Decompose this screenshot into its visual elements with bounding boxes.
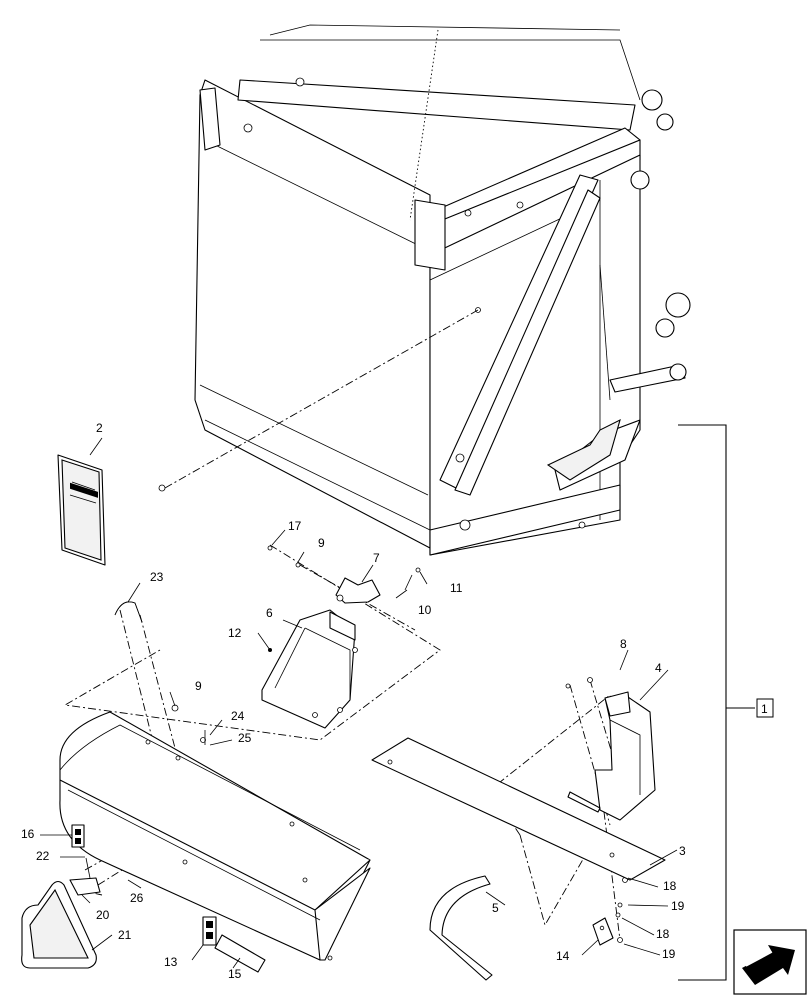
callout-9b: 9 (195, 679, 202, 693)
part-23-handle (114, 601, 143, 623)
callout-11: 11 (450, 581, 463, 595)
leader-lines (40, 437, 678, 969)
part-4-bracket (594, 691, 656, 821)
callout-22: 22 (36, 849, 50, 863)
part-13-reflector (202, 916, 217, 946)
callout-3: 3 (679, 844, 686, 858)
part-3-plate (371, 737, 666, 881)
callout-16: 16 (21, 827, 35, 841)
callout-8: 8 (620, 637, 627, 651)
part-14-clip (592, 917, 614, 946)
callout-15: 15 (228, 967, 242, 981)
assembly-bracket (678, 424, 755, 981)
manual-document-icon (57, 454, 106, 566)
part-21-smv-triangle (21, 880, 97, 969)
callout-25: 25 (238, 731, 252, 745)
callout-17: 17 (288, 519, 302, 533)
callout-24: 24 (231, 709, 245, 723)
next-page-arrow-icon[interactable] (733, 929, 807, 995)
callout-10: 10 (418, 603, 432, 617)
callout-9: 9 (318, 536, 325, 550)
part-16-reflector (71, 824, 85, 848)
part-26-toolbox (59, 711, 371, 961)
fasteners (171, 545, 628, 943)
callout-21: 21 (118, 928, 132, 942)
callout-19b: 19 (662, 947, 676, 961)
part-15-decal (214, 934, 266, 973)
machine-frame (158, 24, 691, 556)
callout-2: 2 (96, 421, 103, 435)
callout-12: 12 (228, 626, 242, 640)
part-6-bracket (261, 609, 358, 729)
callout-14: 14 (556, 949, 570, 963)
callout-18: 18 (663, 879, 677, 893)
callout-18b: 18 (656, 927, 670, 941)
callout-7: 7 (373, 551, 380, 565)
part-7-latch (335, 577, 381, 604)
callout-5: 5 (492, 901, 499, 915)
callout-labels: 2 23 17 9 7 11 10 6 12 9 24 25 16 22 26 … (21, 421, 774, 981)
part-5-strap (429, 875, 493, 981)
callout-26: 26 (130, 891, 144, 905)
callout-19: 19 (671, 899, 685, 913)
callout-6: 6 (266, 606, 273, 620)
callout-1: 1 (761, 702, 768, 716)
callout-23: 23 (150, 570, 164, 584)
callout-4: 4 (655, 661, 662, 675)
callout-20: 20 (96, 908, 110, 922)
callout-13: 13 (164, 955, 178, 969)
part-20-pin (69, 857, 101, 896)
